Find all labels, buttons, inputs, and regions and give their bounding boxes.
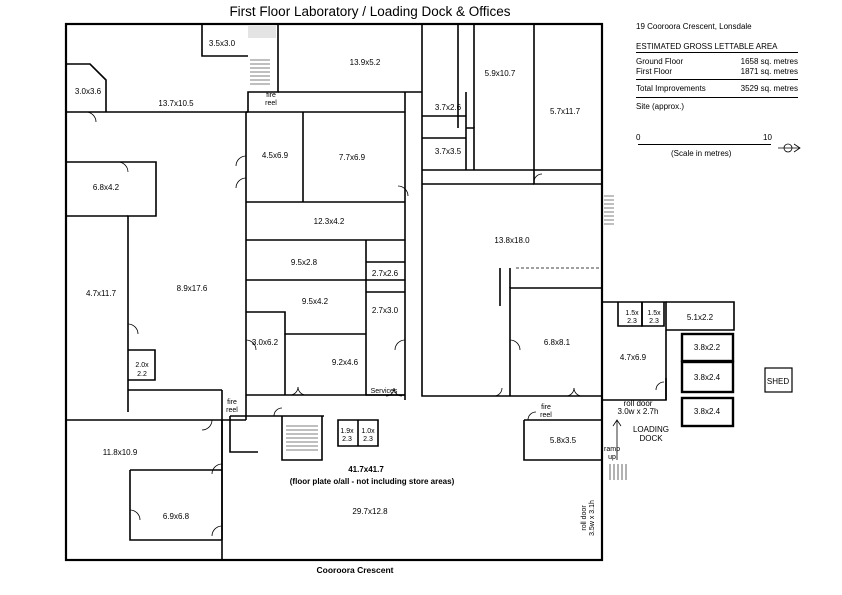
- room-label: 12.3x4.2: [314, 217, 345, 226]
- room-label: 5.7x11.7: [550, 107, 581, 116]
- room-label: 3.8x2.4: [694, 373, 721, 382]
- room-label: 2.3: [363, 436, 373, 443]
- room-label: 3.8x2.2: [694, 343, 721, 352]
- plan-title: First Floor Laboratory / Loading Dock & …: [229, 4, 511, 19]
- first-floor-row: First Floor 1871 sq. metres: [636, 67, 798, 77]
- roll-door-side-label: 3.5w x 3.1h: [589, 500, 596, 536]
- room-label: 3.8x2.4: [694, 407, 721, 416]
- first-floor-label: First Floor: [636, 66, 672, 76]
- first-floor-value: 1871 sq. metres: [740, 66, 798, 76]
- room-label: 29.7x12.8: [352, 507, 388, 516]
- north-arrow-icon: [778, 143, 801, 153]
- room-label: 1.5x: [625, 310, 639, 317]
- ground-floor-value: 1658 sq. metres: [740, 57, 798, 67]
- room-label: 5.9x10.7: [485, 69, 516, 78]
- services-label: Services: [371, 388, 398, 395]
- room-label: 2.3: [649, 318, 659, 325]
- room-label: 3.7x2.6: [435, 103, 462, 112]
- area-info-panel: 19 Cooroora Crescent, Lonsdale ESTIMATED…: [636, 22, 798, 112]
- room-label: 5.8x3.5: [550, 436, 577, 445]
- room-label: 3.5x3.0: [209, 39, 236, 48]
- ground-floor-label: Ground Floor: [636, 57, 684, 67]
- ramp-label: ramp: [604, 446, 620, 453]
- address: 19 Cooroora Crescent, Lonsdale: [636, 22, 752, 31]
- room-label: 7.7x6.9: [339, 153, 366, 162]
- room-label: 8.9x17.6: [177, 284, 208, 293]
- fire-reel-label: fire: [227, 399, 237, 406]
- annotations: SHED Services fire reel fire reel fire r…: [226, 92, 789, 536]
- loading-dock-label: DOCK: [639, 434, 663, 443]
- shed-outline: [764, 367, 793, 393]
- roll-door-side-label: roll door: [581, 505, 588, 531]
- shed-label: SHED: [767, 377, 789, 386]
- room-label: 13.8x18.0: [494, 236, 530, 245]
- stair-hatching: [248, 26, 627, 480]
- room-label: 3.7x3.5: [435, 147, 462, 156]
- divider: [636, 76, 798, 81]
- room-label: 1.0x: [361, 428, 375, 435]
- room-label: 3.0x3.6: [75, 87, 102, 96]
- room-label: 2.0x: [135, 362, 149, 369]
- total-value: 3529 sq. metres: [740, 84, 798, 94]
- room-label: 5.1x2.2: [687, 313, 714, 322]
- room-label: 13.7x10.5: [158, 99, 194, 108]
- roll-door-label: 3.0w x 2.7h: [618, 407, 659, 416]
- door-swings: [85, 111, 665, 537]
- room-label: 6.8x8.1: [544, 338, 571, 347]
- room-label: 6.9x6.8: [163, 512, 190, 521]
- room-label: 4.7x6.9: [620, 353, 647, 362]
- floor-plate-note: (floor plate o/all - not including store…: [290, 477, 455, 486]
- scale-line: [638, 144, 771, 145]
- room-label: 3.0x6.2: [252, 338, 279, 347]
- room-label: 1.5x: [647, 310, 661, 317]
- fire-reel-label: fire: [266, 92, 276, 99]
- room-label: 13.9x5.2: [350, 58, 381, 67]
- scale-caption: (Scale in metres): [671, 149, 732, 158]
- store-rooms: [680, 332, 735, 428]
- fire-reel-label: reel: [226, 407, 238, 414]
- room-label: 2.7x2.6: [372, 269, 399, 278]
- ramp-label: up: [608, 454, 616, 461]
- site-label: Site (approx.): [636, 101, 685, 111]
- room-label: 11.8x10.9: [103, 448, 138, 457]
- room-label: 2.3: [342, 436, 352, 443]
- fire-reel-label: reel: [540, 412, 552, 419]
- loading-dock-label: LOADING: [633, 425, 669, 434]
- street-name: Cooroora Crescent: [316, 565, 394, 575]
- room-label: 2.3: [627, 318, 637, 325]
- divider: [636, 94, 798, 98]
- scale-zero: 0: [636, 133, 641, 142]
- walls: [66, 24, 735, 560]
- room-label: 9.2x4.6: [332, 358, 359, 367]
- room-labels: 3.5x3.0 3.0x3.6 13.7x10.5 13.9x5.2 5.9x1…: [75, 39, 721, 521]
- scale-bar: 0 10 (Scale in metres): [636, 133, 806, 163]
- fire-reel-label: fire: [541, 404, 551, 411]
- room-label: 9.5x4.2: [302, 297, 329, 306]
- scale-ten: 10: [763, 133, 772, 142]
- room-label: 2.2: [137, 371, 147, 378]
- area-heading: ESTIMATED GROSS LETTABLE AREA: [636, 42, 798, 54]
- room-label: 4.5x6.9: [262, 151, 289, 160]
- total-row: Total Improvements 3529 sq. metres: [636, 84, 798, 94]
- room-label: 6.8x4.2: [93, 183, 120, 192]
- roll-door-label: roll door: [624, 399, 653, 408]
- room-label: 1.9x: [340, 428, 354, 435]
- fire-reel-label: reel: [265, 100, 277, 107]
- ground-floor-row: Ground Floor 1658 sq. metres: [636, 57, 798, 67]
- floor-plate-size: 41.7x41.7: [348, 465, 384, 474]
- room-label: 9.5x2.8: [291, 258, 318, 267]
- room-label: 4.7x11.7: [86, 289, 117, 298]
- total-label: Total Improvements: [636, 84, 706, 94]
- room-label: 2.7x3.0: [372, 306, 399, 315]
- ramp-arrow: [612, 419, 622, 460]
- building-outline: [64, 22, 604, 562]
